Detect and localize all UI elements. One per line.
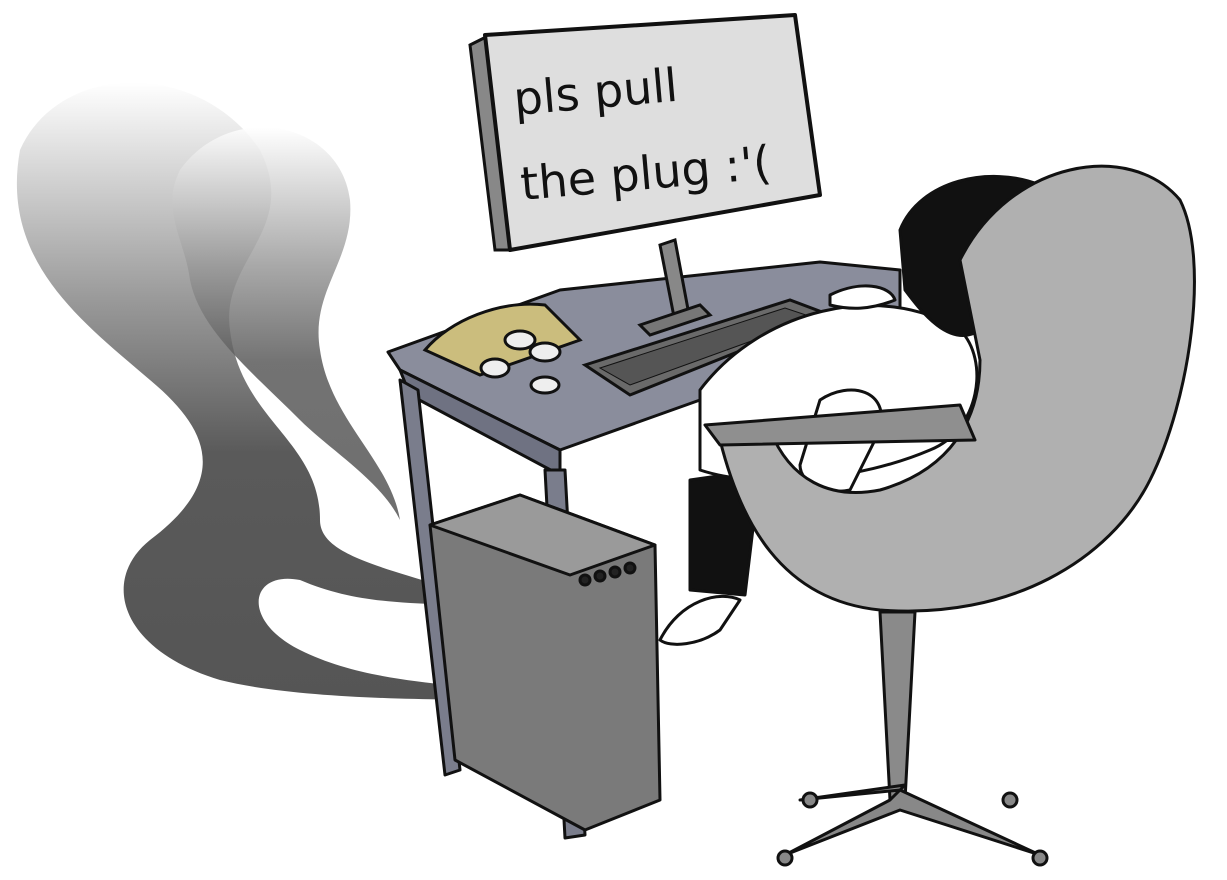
chip-bag [422, 302, 583, 395]
office-chair [703, 164, 1196, 867]
smoke [16, 82, 531, 700]
monitor: pls pull the plug :'( [468, 13, 822, 337]
computer-tower [428, 493, 662, 832]
